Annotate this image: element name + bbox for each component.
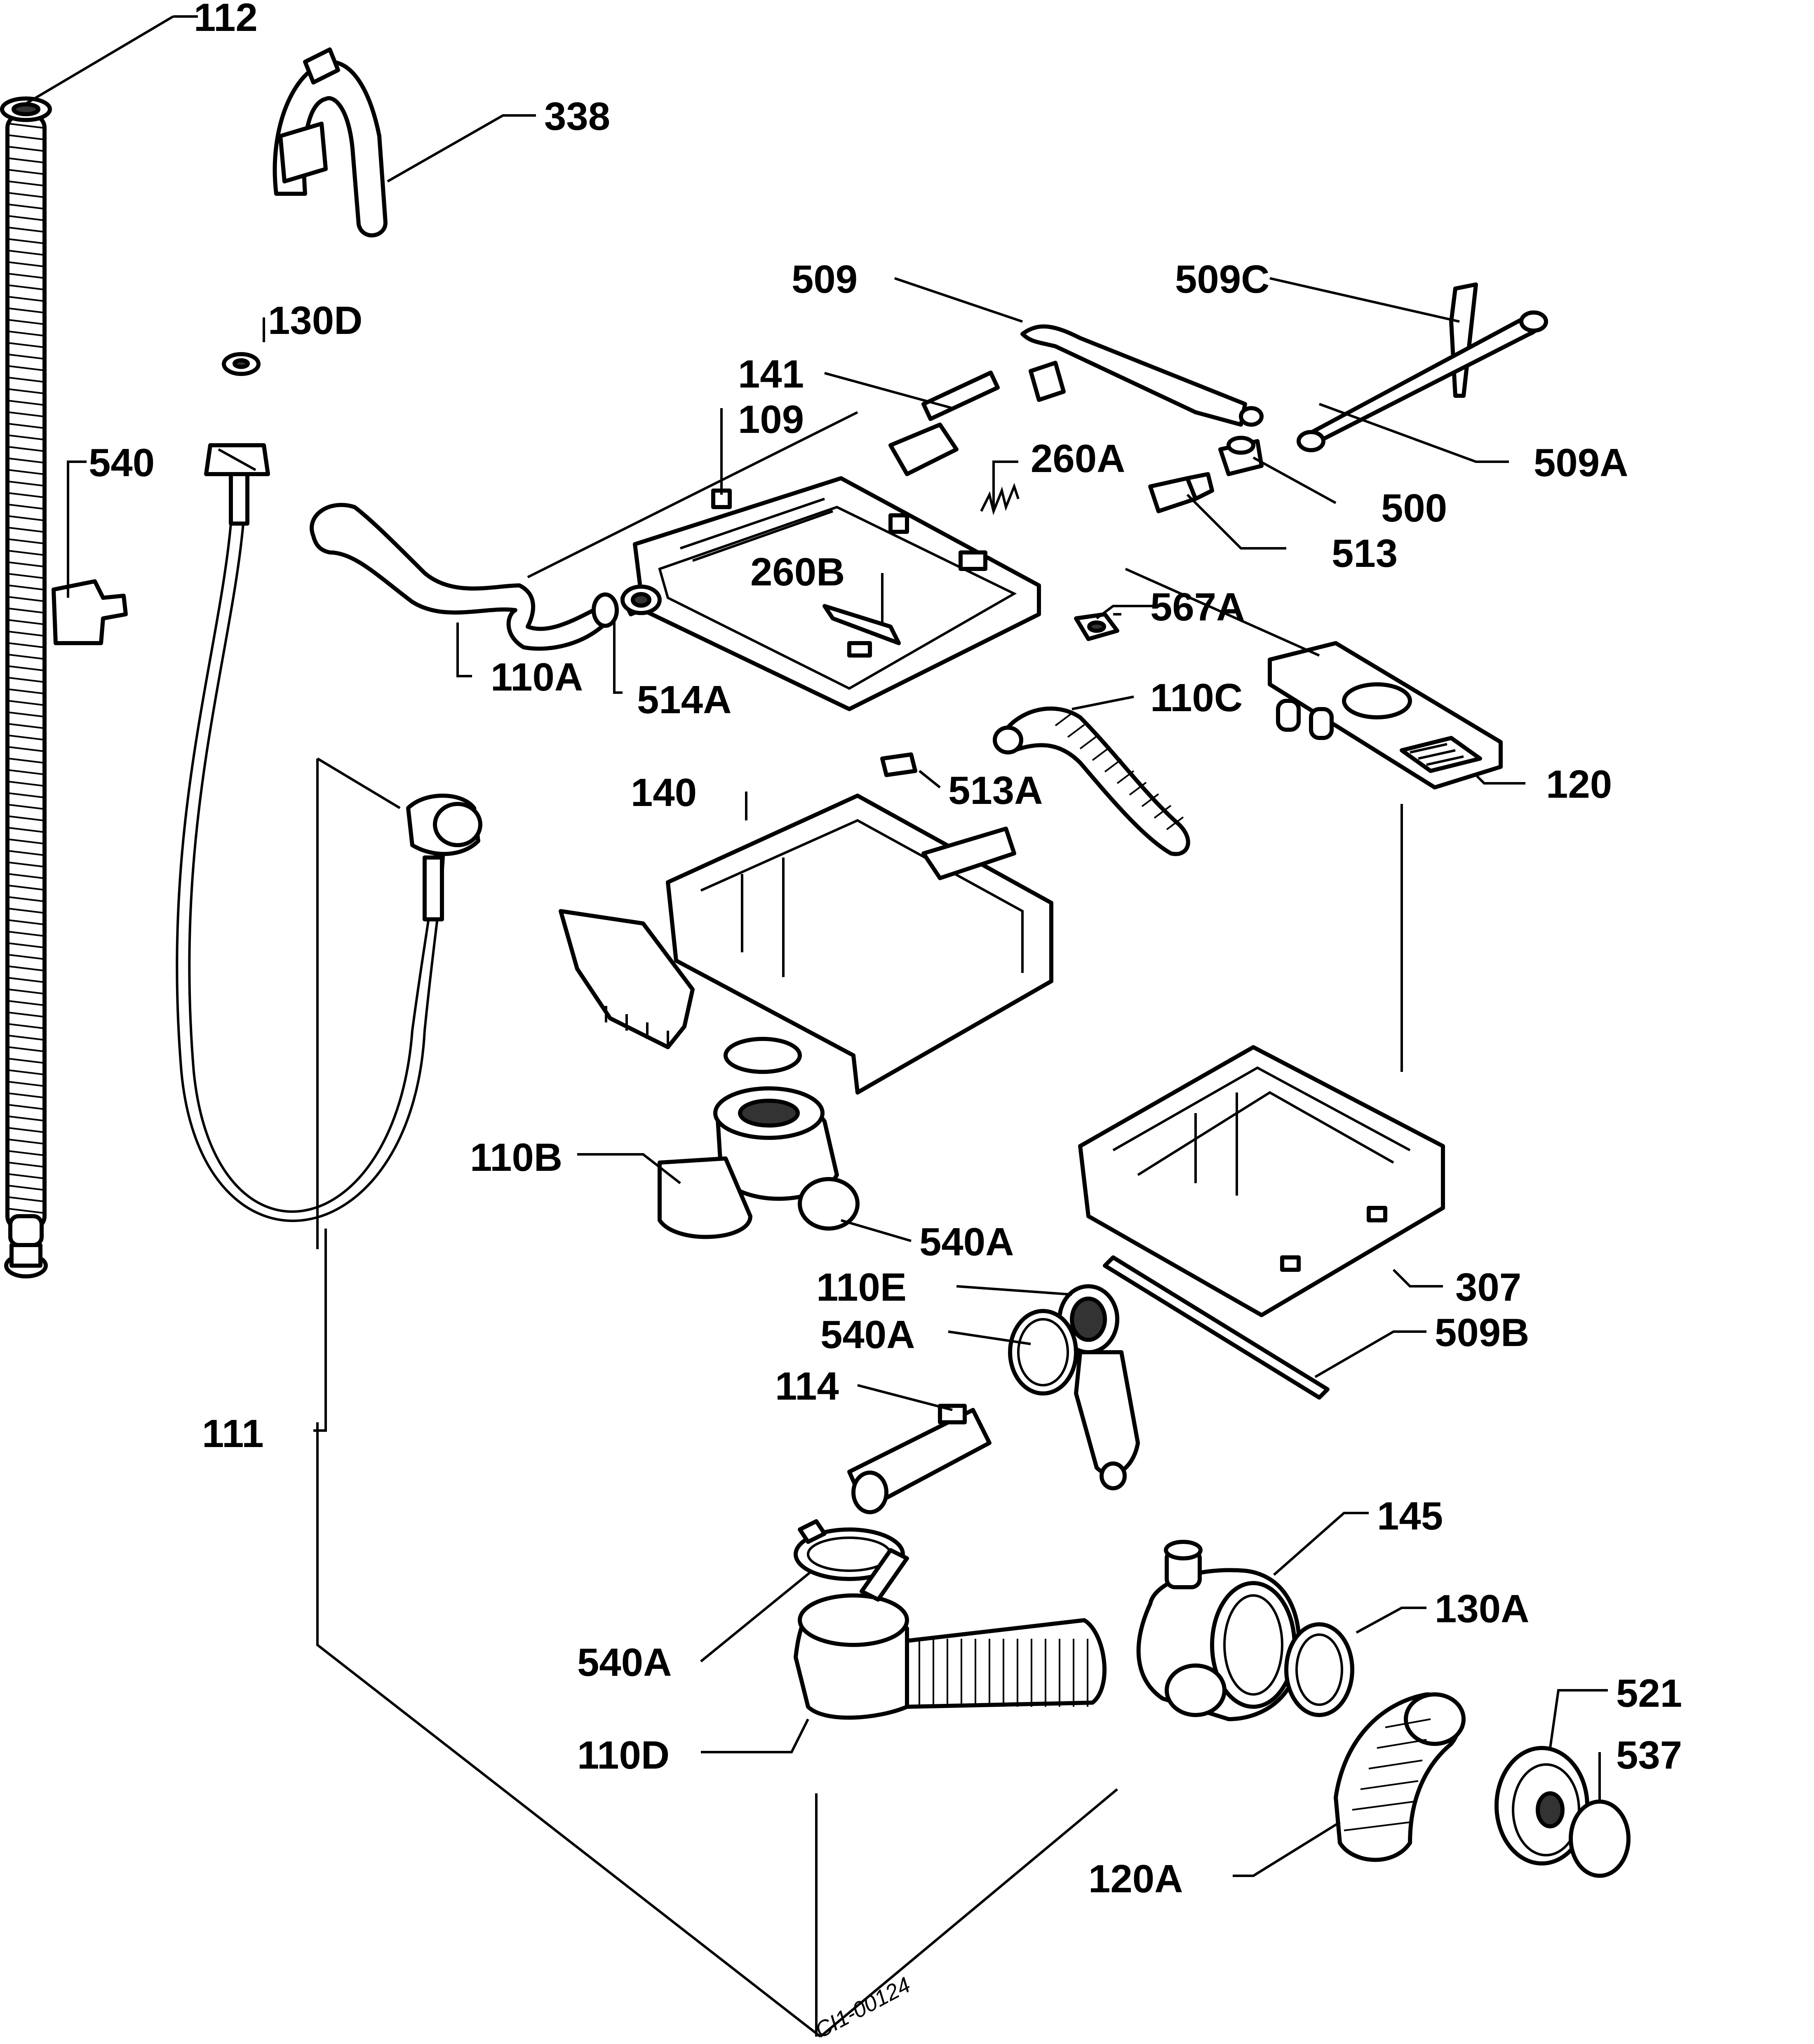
label-120: 120: [1546, 762, 1612, 806]
label-145: 145: [1377, 1494, 1443, 1538]
label-307: 307: [1455, 1265, 1521, 1309]
label-120a: 120A: [1088, 1857, 1183, 1901]
label-509a: 509A: [1534, 441, 1628, 485]
part-513-fitting: [1148, 472, 1214, 513]
part-307-drawer: [1078, 1045, 1445, 1317]
label-110d: 110D: [577, 1733, 670, 1777]
part-110c-hose: [993, 706, 1190, 856]
label-338: 338: [544, 94, 610, 139]
label-540a-2: 540A: [820, 1313, 915, 1357]
part-120-cover: [1268, 641, 1503, 789]
part-260a-spring: [980, 483, 1020, 515]
part-513a-clip: [880, 752, 917, 777]
part-540-clamp: [52, 579, 128, 645]
label-509: 509: [792, 257, 858, 301]
label-110b: 110B: [470, 1135, 562, 1179]
label-540a-3: 540A: [577, 1640, 672, 1685]
label-110e: 110E: [816, 1265, 907, 1309]
part-110a-hose: [310, 503, 619, 651]
part-500-fitting: [1218, 436, 1264, 476]
label-141: 141: [738, 352, 804, 396]
label-513: 513: [1332, 531, 1398, 576]
part-labels: 112 338 130D 540 509 509C 141 109 260A 5…: [89, 0, 1682, 2043]
label-110c: 110C: [1150, 676, 1243, 720]
drawing-code-stamp: CI1-00124: [811, 1972, 914, 2043]
part-130d-washer: [222, 352, 261, 376]
part-141-valve: [888, 361, 1066, 476]
label-260b: 260B: [750, 550, 845, 594]
part-509c-bracket: [1449, 282, 1478, 398]
part-260b-spring: [822, 604, 901, 658]
label-540a-1: 540A: [919, 1220, 1014, 1264]
label-110a: 110A: [491, 655, 583, 699]
label-540: 540: [89, 441, 155, 485]
label-112: 112: [194, 0, 258, 40]
part-112-drain-hose: [0, 96, 52, 1278]
part-110b-bellow: [658, 1086, 860, 1239]
label-509b: 509B: [1435, 1311, 1530, 1355]
part-110d-bellow-hose: [794, 1548, 1107, 1720]
label-130a: 130A: [1435, 1587, 1530, 1631]
part-110e-hose: [1057, 1284, 1140, 1490]
part-140-housing: [559, 794, 1053, 1095]
label-514a: 514A: [637, 678, 732, 722]
label-513a: 513A: [948, 768, 1043, 813]
part-537-seal: [1569, 1800, 1631, 1878]
part-130a-gasket: [1284, 1622, 1354, 1717]
label-140: 140: [631, 771, 697, 815]
label-500: 500: [1381, 486, 1447, 530]
part-120a-elbow: [1334, 1692, 1466, 1862]
label-260a: 260A: [1031, 437, 1126, 481]
part-509a-rod: [1297, 310, 1548, 452]
part-338-hose-guide: [273, 47, 388, 237]
label-130d: 130D: [268, 298, 363, 343]
label-537: 537: [1616, 1733, 1682, 1777]
label-521: 521: [1616, 1671, 1682, 1715]
label-567a: 567A: [1150, 585, 1245, 629]
part-509b-rod: [1103, 1255, 1330, 1400]
label-109: 109: [738, 397, 804, 442]
part-514a-connector: [620, 585, 662, 615]
part-567a-pad: [1074, 612, 1119, 641]
label-509c: 509C: [1175, 257, 1270, 301]
label-114: 114: [775, 1364, 839, 1408]
part-145-connector: [1136, 1540, 1302, 1721]
part-111-inlet-hose: [176, 443, 482, 1222]
part-509-lever: [1020, 324, 1264, 427]
label-111: 111: [202, 1412, 264, 1456]
leader-lines: [26, 15, 1608, 2038]
part-114-pressure-fitting: [847, 1404, 992, 1514]
part-540a-ring-1: [1008, 1309, 1078, 1396]
